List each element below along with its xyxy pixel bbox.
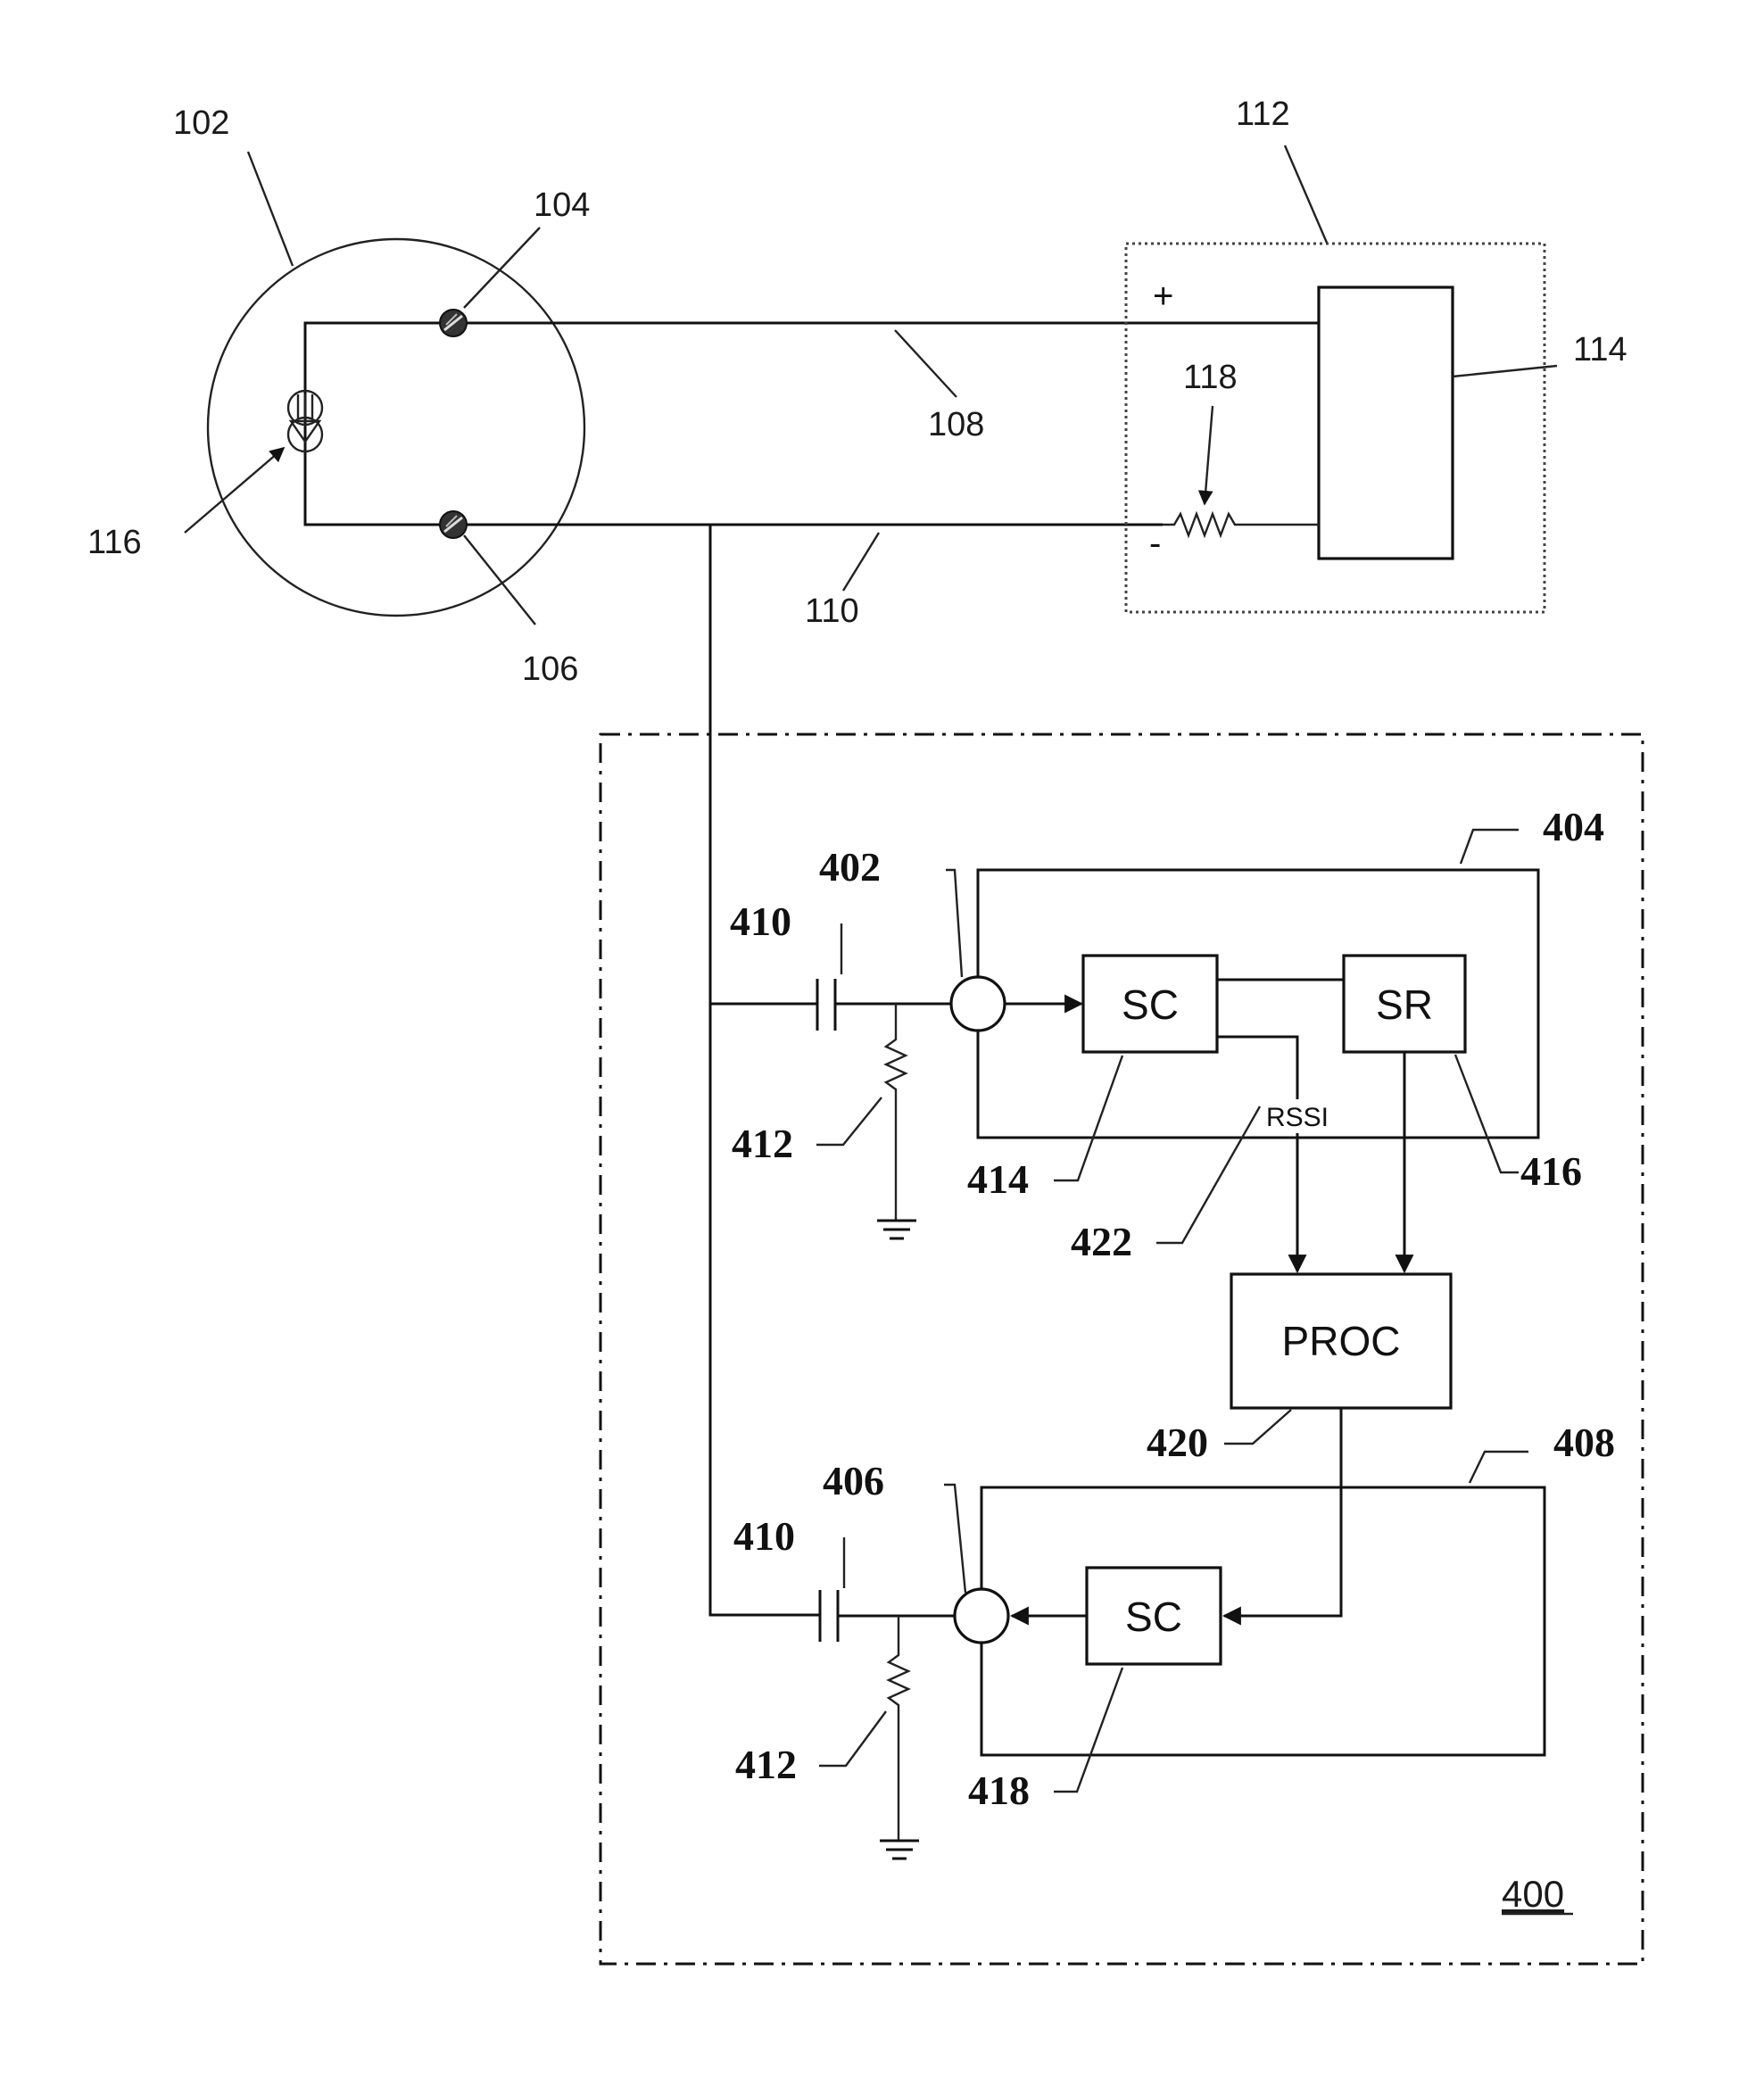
current-source-116 bbox=[288, 391, 322, 451]
rssi-path-upper bbox=[1217, 1037, 1297, 1099]
sensor-loop-wire bbox=[305, 323, 453, 525]
proc-text: PROC bbox=[1282, 1318, 1401, 1364]
terminal-106 bbox=[440, 511, 467, 538]
controller-minus-sign: - bbox=[1149, 524, 1161, 563]
ground-upper-icon bbox=[877, 1221, 916, 1238]
coupler-406 bbox=[955, 1589, 1008, 1643]
proc-to-sc-lower bbox=[1224, 1408, 1341, 1616]
label-416: 416 bbox=[1520, 1148, 1582, 1194]
transmitter-408-box bbox=[981, 1487, 1545, 1755]
label-410-upper: 410 bbox=[730, 898, 791, 944]
sc-upper-text: SC bbox=[1122, 981, 1179, 1028]
label-402: 402 bbox=[819, 844, 881, 890]
label-420: 420 bbox=[1147, 1420, 1208, 1465]
coupler-402 bbox=[951, 977, 1005, 1031]
label-418: 418 bbox=[968, 1768, 1030, 1813]
label-116: 116 bbox=[87, 524, 142, 561]
sr-text: SR bbox=[1376, 981, 1433, 1028]
label-106: 106 bbox=[522, 650, 578, 688]
label-406: 406 bbox=[823, 1458, 884, 1503]
label-112: 112 bbox=[1236, 95, 1290, 133]
controller-block-114 bbox=[1319, 287, 1453, 559]
terminal-104 bbox=[440, 310, 467, 336]
label-118: 118 bbox=[1183, 359, 1238, 396]
controller-112 bbox=[1126, 244, 1545, 612]
tap-wire bbox=[710, 525, 820, 1615]
ground-lower-icon bbox=[880, 1841, 919, 1859]
label-400: 400 bbox=[1502, 1873, 1564, 1915]
label-422: 422 bbox=[1071, 1219, 1132, 1264]
label-412-upper: 412 bbox=[732, 1121, 793, 1166]
capacitor-410-upper bbox=[817, 979, 955, 1031]
capacitor-410-lower bbox=[820, 1590, 955, 1642]
label-114: 114 bbox=[1573, 331, 1627, 368]
resistor-412-lower bbox=[889, 1616, 908, 1841]
sc-lower-text: SC bbox=[1125, 1594, 1182, 1640]
label-102: 102 bbox=[173, 104, 229, 142]
rssi-text: RSSI bbox=[1266, 1103, 1329, 1132]
label-414: 414 bbox=[967, 1156, 1029, 1202]
label-108: 108 bbox=[928, 406, 984, 443]
controller-plus-sign: + bbox=[1153, 277, 1173, 316]
resistor-118 bbox=[1163, 514, 1319, 535]
sensor-102 bbox=[208, 239, 584, 616]
resistor-118-arrow bbox=[1205, 406, 1213, 504]
resistor-412-upper bbox=[886, 1004, 906, 1221]
label-410-lower: 410 bbox=[733, 1513, 795, 1559]
sensor-housing bbox=[208, 239, 584, 616]
label-412-lower: 412 bbox=[735, 1742, 797, 1787]
label-110: 110 bbox=[805, 592, 859, 630]
label-104: 104 bbox=[534, 186, 590, 224]
label-408: 408 bbox=[1553, 1420, 1615, 1465]
label-404: 404 bbox=[1543, 804, 1604, 849]
